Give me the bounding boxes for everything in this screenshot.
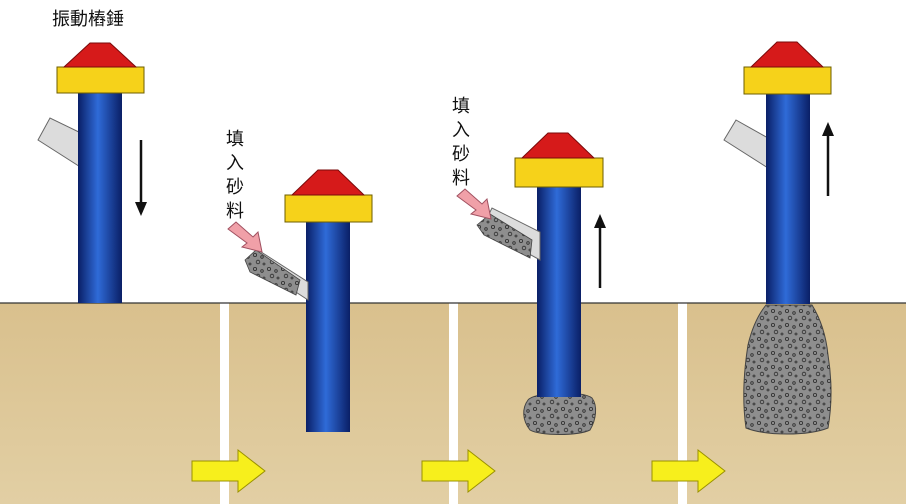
hopper-chute <box>723 119 769 169</box>
svg-text:料: 料 <box>452 168 470 189</box>
svg-text:填: 填 <box>452 96 470 117</box>
fill-arrow <box>227 221 263 253</box>
next-step-arrow-3 <box>651 448 726 494</box>
svg-text:料: 料 <box>226 201 244 222</box>
casing-pipe <box>537 187 581 397</box>
hammer-cap <box>749 41 825 68</box>
step-arrows <box>191 448 726 494</box>
fill-label: 填 入 砂 料 <box>226 129 244 222</box>
hammer-cap <box>520 132 596 159</box>
hammer-collar <box>284 194 373 223</box>
hammer-cap <box>290 169 366 196</box>
casing-pipe <box>766 94 810 304</box>
casing-pipe <box>78 93 122 303</box>
next-step-arrow-1 <box>191 448 266 494</box>
up-arrow <box>594 214 606 288</box>
hammer-collar <box>743 66 832 95</box>
casing-pipe <box>306 222 350 432</box>
hammer-collar <box>56 66 145 94</box>
hammer-collar <box>514 157 604 188</box>
hammer-label: 振動樁錘 <box>52 9 124 30</box>
step-4 <box>723 41 834 435</box>
step-1: 振動樁錘 <box>37 9 147 303</box>
next-step-arrow-2 <box>421 448 496 494</box>
svg-text:砂: 砂 <box>226 177 244 198</box>
svg-text:入: 入 <box>452 120 470 141</box>
hammer-cap <box>62 42 138 68</box>
fill-label: 填 入 砂 料 <box>452 96 470 189</box>
down-arrow <box>135 140 147 216</box>
soil-panel-1 <box>0 303 220 504</box>
fill-arrow <box>456 188 492 220</box>
hopper-chute <box>37 117 86 171</box>
sand-bulb <box>523 392 597 435</box>
step-2: 填 入 砂 料 <box>226 129 373 432</box>
step-3: 填 入 砂 料 <box>452 96 606 435</box>
up-arrow <box>822 122 834 196</box>
sand-in-chute <box>244 249 301 296</box>
svg-text:砂: 砂 <box>452 144 470 165</box>
svg-text:填: 填 <box>226 129 244 150</box>
sand-pile <box>743 304 832 435</box>
svg-text:入: 入 <box>226 153 244 174</box>
